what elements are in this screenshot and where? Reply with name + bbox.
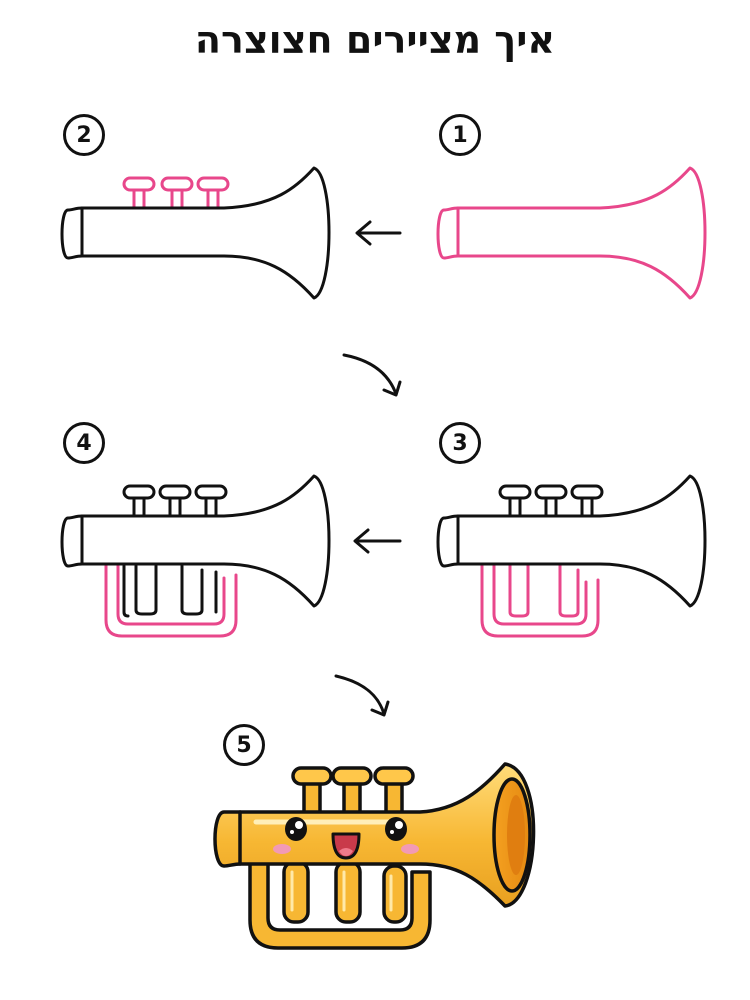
face xyxy=(273,817,419,854)
valve-cap-3 xyxy=(373,766,415,786)
step-number-badge-4: 4 xyxy=(63,422,105,464)
mouth xyxy=(331,832,361,860)
right-eye xyxy=(385,817,407,841)
outer-tube xyxy=(248,860,432,950)
arrow-left-2 xyxy=(353,528,402,554)
valve-tube-3 xyxy=(382,864,408,924)
step-4-drawing xyxy=(60,474,331,638)
right-cheek xyxy=(401,844,419,854)
step-2-drawing xyxy=(60,166,331,300)
valve-tube-2 xyxy=(334,860,362,924)
arrow-curved-2 xyxy=(334,674,390,717)
step-number-badge-5: 5 xyxy=(223,724,265,766)
arrow-curved-1 xyxy=(342,353,402,397)
left-cheek xyxy=(273,844,291,854)
trumpet-body xyxy=(213,762,536,908)
page-title: איך מציירים חצוצרה xyxy=(194,18,556,62)
valve-cap-2 xyxy=(331,766,373,786)
step-number-badge-1: 1 xyxy=(439,114,481,156)
step-1-drawing xyxy=(436,166,707,300)
step-1-body-outline xyxy=(436,166,707,300)
step-2-body-outline xyxy=(60,166,331,300)
step-5-trumpet xyxy=(213,762,536,950)
step-3-drawing xyxy=(436,474,707,638)
valve-tube-1 xyxy=(282,860,310,924)
left-eye xyxy=(285,817,307,841)
step-3-body-outline xyxy=(436,474,707,608)
arrow-left-1 xyxy=(355,220,402,246)
step-number-badge-3: 3 xyxy=(439,422,481,464)
step-4-body-outline xyxy=(60,474,331,608)
step-number-badge-2: 2 xyxy=(63,114,105,156)
valve-cap-1 xyxy=(291,766,333,786)
